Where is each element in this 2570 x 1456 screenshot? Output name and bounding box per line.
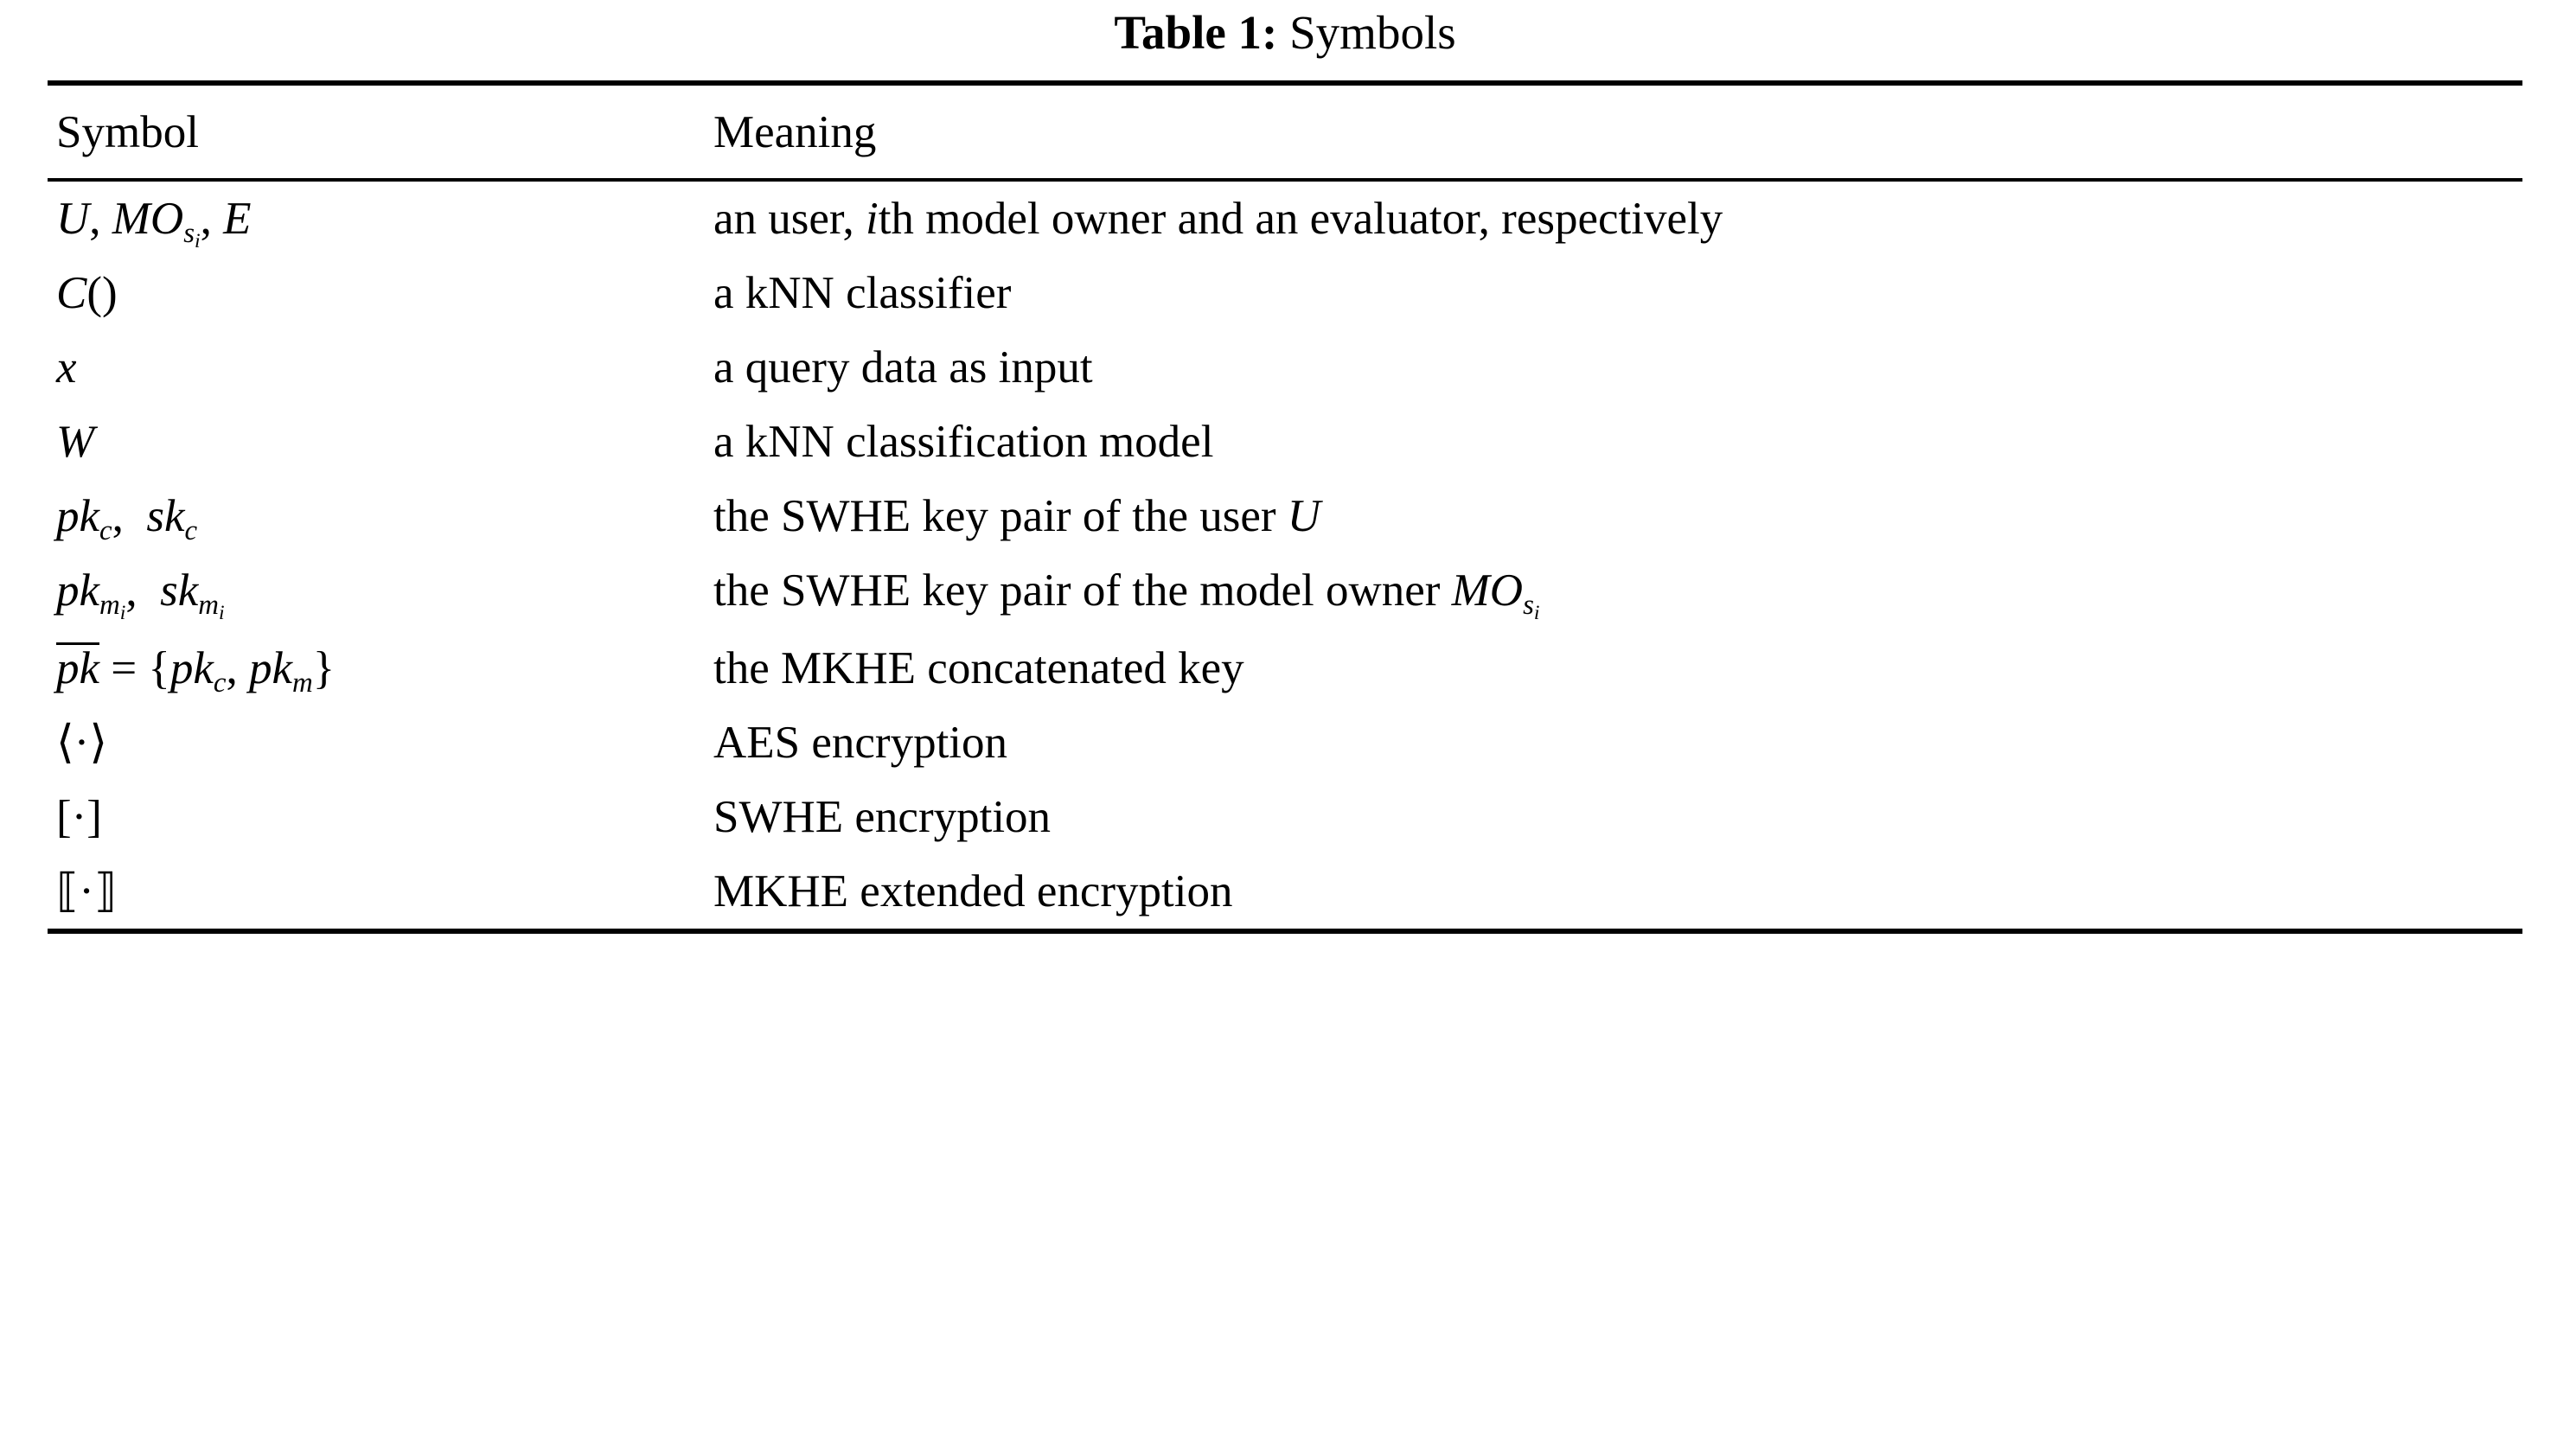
row-symbol: ⟦·⟧ [56, 866, 118, 916]
row-meaning: a query data as input [713, 342, 1093, 393]
table-row: U, MOsi, E an user, ith model owner and … [48, 182, 2522, 256]
row-meaning: the SWHE key pair of the model owner MOs… [713, 565, 1540, 624]
row-symbol: U, MOsi, E [56, 194, 252, 252]
symbols-table: Symbol Meaning U, MOsi, E an user, ith m… [48, 80, 2522, 936]
row-meaning: an user, ith model owner and an evaluato… [713, 194, 1723, 244]
row-symbol: W [56, 417, 95, 467]
row-symbol: C() [56, 268, 118, 318]
table-row: x a query data as input [48, 330, 2522, 405]
caption-text: Symbols [1289, 6, 1456, 59]
row-meaning: a kNN classification model [713, 417, 1214, 467]
row-meaning: MKHE extended encryption [713, 866, 1233, 916]
header-symbol: Symbol [56, 107, 199, 157]
table-row: ⟦·⟧ MKHE extended encryption [48, 854, 2522, 931]
table-row: W a kNN classification model [48, 405, 2522, 479]
table-row: C() a kNN classifier [48, 256, 2522, 330]
row-symbol: pk = {pkc, pkm} [56, 642, 336, 699]
row-meaning: a kNN classifier [713, 268, 1012, 318]
row-meaning: the MKHE concatenated key [713, 643, 1244, 693]
row-symbol: pkmi, skmi [56, 565, 225, 624]
row-symbol: x [56, 342, 77, 393]
table-row: pk = {pkc, pkm} the MKHE concatenated ke… [48, 628, 2522, 706]
row-meaning: AES encryption [713, 718, 1008, 768]
row-meaning: SWHE encryption [713, 792, 1052, 842]
caption-label: Table 1: [1114, 6, 1278, 59]
header-meaning: Meaning [713, 107, 877, 157]
table-caption: Table 1: Symbols [48, 0, 2522, 80]
table-rule-bottom [48, 929, 2522, 936]
row-symbol: [·] [56, 792, 102, 842]
row-meaning: the SWHE key pair of the user U [713, 491, 1321, 541]
row-symbol: ⟨·⟩ [56, 718, 108, 768]
table-row: pkc, skc the SWHE key pair of the user U [48, 479, 2522, 553]
table-row: pkmi, skmi the SWHE key pair of the mode… [48, 553, 2522, 628]
table-header-row: Symbol Meaning [48, 86, 2522, 180]
row-symbol: pkc, skc [56, 491, 198, 546]
table-row: [·] SWHE encryption [48, 780, 2522, 854]
table-row: ⟨·⟩ AES encryption [48, 706, 2522, 780]
